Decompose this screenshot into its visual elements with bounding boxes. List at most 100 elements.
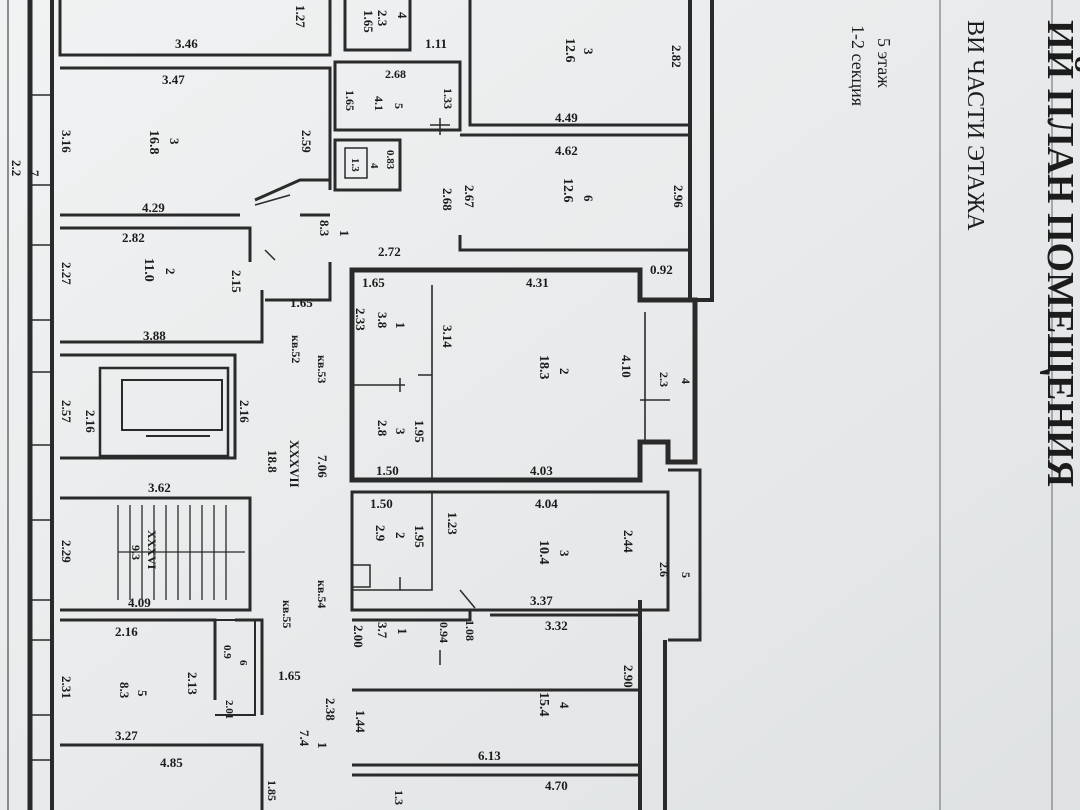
area-label: 12.6: [562, 38, 577, 63]
dim-label: 3.14: [440, 325, 455, 348]
dim-label: 4.31: [526, 275, 549, 290]
dim-label: 3.47: [162, 72, 185, 87]
dim-label: 1.95: [412, 525, 427, 548]
dim-label: 2.57: [59, 400, 74, 423]
room-number: 4: [557, 702, 572, 709]
room-number: 3: [581, 48, 596, 55]
room-number: 3: [557, 550, 572, 557]
dim-label: 4.04: [535, 496, 558, 511]
dim-label: 2.29: [59, 540, 74, 563]
room-number: 1: [337, 230, 352, 237]
plan-subtitle: ВИ ЧАСТИ ЭТАЖА: [962, 20, 988, 231]
dim-label: 2.38: [323, 698, 338, 721]
dim-label: 1.65: [361, 10, 376, 33]
dim-label: 2.82: [669, 45, 684, 68]
dim-label: 7: [27, 170, 42, 177]
dim-label: 3.88: [143, 328, 166, 343]
dim-label: 2.27: [59, 262, 74, 285]
section-label: 1-2 секция: [848, 25, 868, 106]
dim-label: 1.95: [412, 420, 427, 443]
area-label: 9.3: [129, 545, 143, 560]
dim-label: 2.68: [385, 67, 406, 81]
dim-label: 1.23: [445, 512, 460, 535]
dim-label: 1.65: [343, 90, 357, 111]
dim-label: 4.62: [555, 143, 578, 158]
area-label: 2.9: [373, 525, 388, 542]
dim-label: 3.46: [175, 36, 198, 51]
plan-title: ИЙ ПЛАН ПОМЕЩЕНИЯ: [1039, 20, 1080, 487]
dim-label: 0.92: [650, 262, 673, 277]
area-label: ХХХVII: [287, 440, 302, 488]
dim-label: 6.13: [478, 748, 501, 763]
dim-label: 2.16: [237, 400, 252, 423]
dim-label: 2.15: [229, 270, 244, 293]
dim-label: 1.08: [463, 620, 477, 641]
room-number: 4: [679, 378, 693, 384]
room-number: 2: [557, 368, 572, 375]
plan-labels: 3.46 3.47 4.29 2.82 3.88 3.62 4.09 2.16 …: [9, 5, 693, 805]
dim-label: 1.65: [290, 295, 313, 310]
dim-label: 3.27: [115, 728, 138, 743]
dim-label: 4.10: [619, 355, 634, 378]
area-label: 16.8: [146, 130, 161, 155]
title-block: ИЙ ПЛАН ПОМЕЩЕНИЯ ВИ ЧАСТИ ЭТАЖА 5 этаж …: [848, 0, 1080, 810]
dim-label: 2.72: [378, 244, 401, 259]
dim-label: 2.68: [440, 188, 455, 211]
dim-label: 4: [368, 163, 380, 169]
dim-label: 2.90: [621, 665, 636, 688]
dim-label: 4.29: [142, 200, 165, 215]
dim-label: 2.3: [375, 10, 390, 27]
dim-label: 1.65: [278, 668, 301, 683]
dim-label: 1.33: [441, 88, 455, 109]
area-label: 18.8: [265, 450, 280, 473]
dim-label: 3.62: [148, 480, 171, 495]
dim-label: 4.09: [128, 595, 151, 610]
area-label: 3.8: [375, 312, 390, 329]
dim-label: 1.11: [425, 36, 447, 51]
building-walls: [7, 0, 714, 810]
dim-label: 5: [392, 103, 406, 109]
area-label: ХХХVI: [145, 530, 159, 570]
area-label: 15.4: [536, 692, 551, 717]
area-label: 3.7: [375, 622, 390, 639]
dim-label: 4: [395, 12, 410, 19]
dim-label: 0.9: [221, 645, 233, 659]
dim-label: 1.50: [376, 463, 399, 478]
dim-label: 2.82: [122, 230, 145, 245]
dim-label: 4.49: [555, 110, 578, 125]
dim-label: 4.85: [160, 755, 183, 770]
dim-label: 2.00: [351, 625, 366, 648]
apartment-label: кв.54: [315, 580, 329, 608]
dim-label: 2.16: [115, 624, 138, 639]
dim-label: 2.67: [462, 185, 477, 208]
dim-label: 2.16: [83, 410, 98, 433]
dim-label: 1.3: [349, 158, 361, 172]
dim-label: 1.65: [362, 275, 385, 290]
dim-label: 4.1: [372, 96, 386, 111]
room-number: 1: [315, 742, 330, 749]
area-label: 11.0: [141, 258, 156, 282]
area-label: 12.6: [560, 178, 575, 203]
dim-label: 2.33: [353, 308, 368, 331]
dim-label: 1.85: [265, 780, 279, 801]
area-label: 2.3: [657, 372, 671, 387]
dim-label: 2.2: [9, 160, 24, 176]
dim-label: 4.03: [530, 463, 553, 478]
area-label: 2.6: [657, 562, 671, 577]
room-number: 5: [679, 572, 693, 578]
dim-label: 1.44: [353, 710, 368, 733]
dim-label: 2.59: [299, 130, 314, 153]
area-label: 2.8: [375, 420, 390, 437]
area-label: 8.3: [117, 682, 132, 699]
dim-label: 2.01: [223, 700, 235, 719]
dim-label: 2.13: [185, 672, 200, 695]
dim-label: 1.3: [392, 790, 406, 805]
dim-label: 0.94: [437, 622, 451, 643]
area-label: 18.3: [536, 355, 551, 380]
dim-label: 1.27: [293, 5, 308, 28]
apartment-label: кв.53: [315, 355, 329, 383]
dim-label: 3.37: [530, 593, 553, 608]
dim-label: 7.06: [315, 455, 330, 478]
area-label: 8.3: [317, 220, 332, 237]
